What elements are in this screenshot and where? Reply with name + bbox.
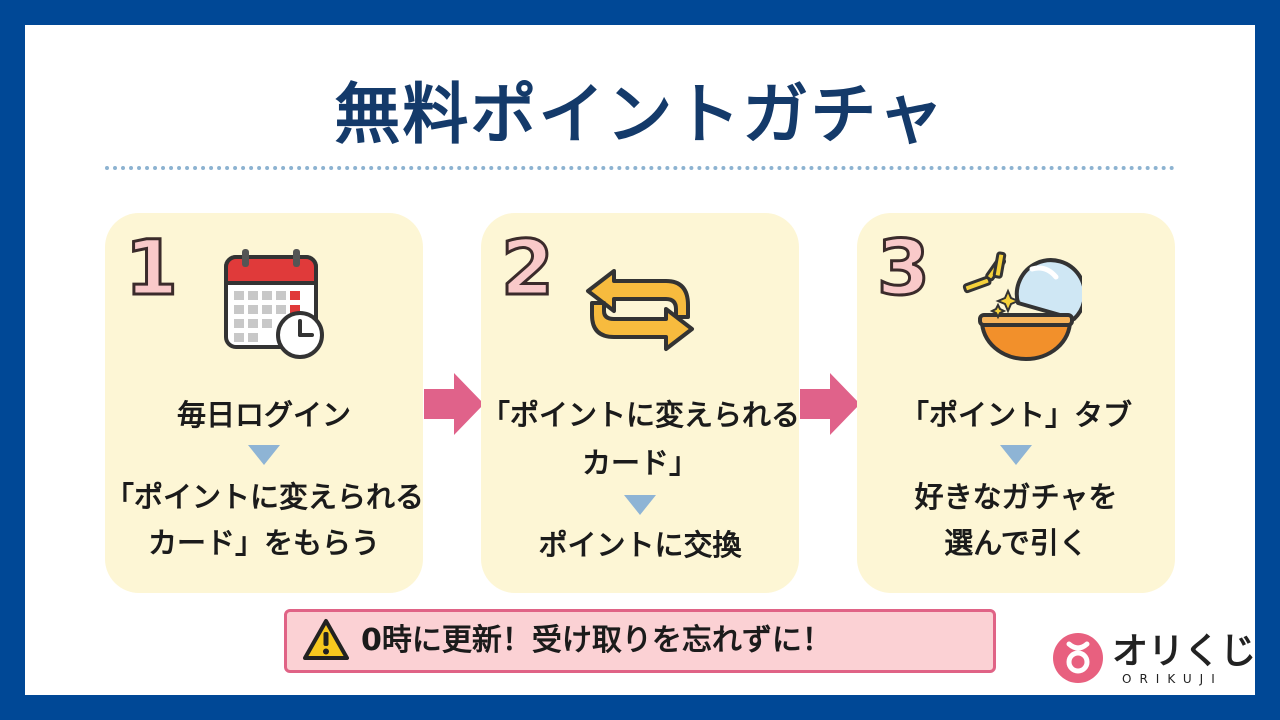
step-number: 1: [124, 222, 180, 314]
right-arrow-icon: [424, 373, 484, 435]
calendar-clock-icon: [224, 249, 324, 359]
step-number: 2: [500, 222, 556, 314]
step-text: カード」: [581, 446, 698, 480]
down-triangle-icon: [248, 445, 280, 465]
down-triangle-icon: [624, 495, 656, 515]
notice-text: 0時に更新！受け取りを忘れずに！: [361, 623, 832, 658]
step-number: 3: [876, 222, 932, 314]
title-divider: [105, 166, 1175, 170]
step-text: カード」をもらう: [147, 526, 380, 560]
right-arrow-icon: [800, 373, 860, 435]
step-text: 選んで引く: [944, 526, 1088, 560]
step-card-2: 2 「ポイントに変えられる カード」 ポイントに交換: [481, 213, 801, 593]
step-card-3: 3 「ポイント」タブ 好きなガチャを 選んで引く: [857, 213, 1175, 593]
brand-logo[interactable]: オリくじ ORIKUJI: [1052, 630, 1256, 690]
exchange-arrows-icon: [586, 269, 694, 351]
step-text: 「ポイントに変えられる: [105, 480, 425, 514]
step-text: ポイントに交換: [538, 528, 742, 562]
step-text: 「ポイントに変えられる: [481, 398, 801, 432]
warning-icon: [303, 619, 349, 660]
step-text: 毎日ログイン: [176, 398, 351, 432]
step-card-1: 1 毎日ログイン 「ポイントに変えられる カード」をもらう: [105, 213, 425, 593]
page-title: 無料ポイントガチャ: [334, 76, 946, 153]
logo-subtext: ORIKUJI: [1122, 672, 1223, 686]
logo-name: オリくじ: [1112, 631, 1257, 672]
update-notice: 0時に更新！受け取りを忘れずに！: [284, 609, 996, 673]
down-triangle-icon: [1000, 445, 1032, 465]
gacha-capsule-icon: [962, 251, 1082, 361]
step-text: 好きなガチャを: [914, 480, 1118, 514]
orikuji-logo-icon: [1053, 633, 1103, 683]
step-text: 「ポイント」タブ: [899, 398, 1132, 432]
